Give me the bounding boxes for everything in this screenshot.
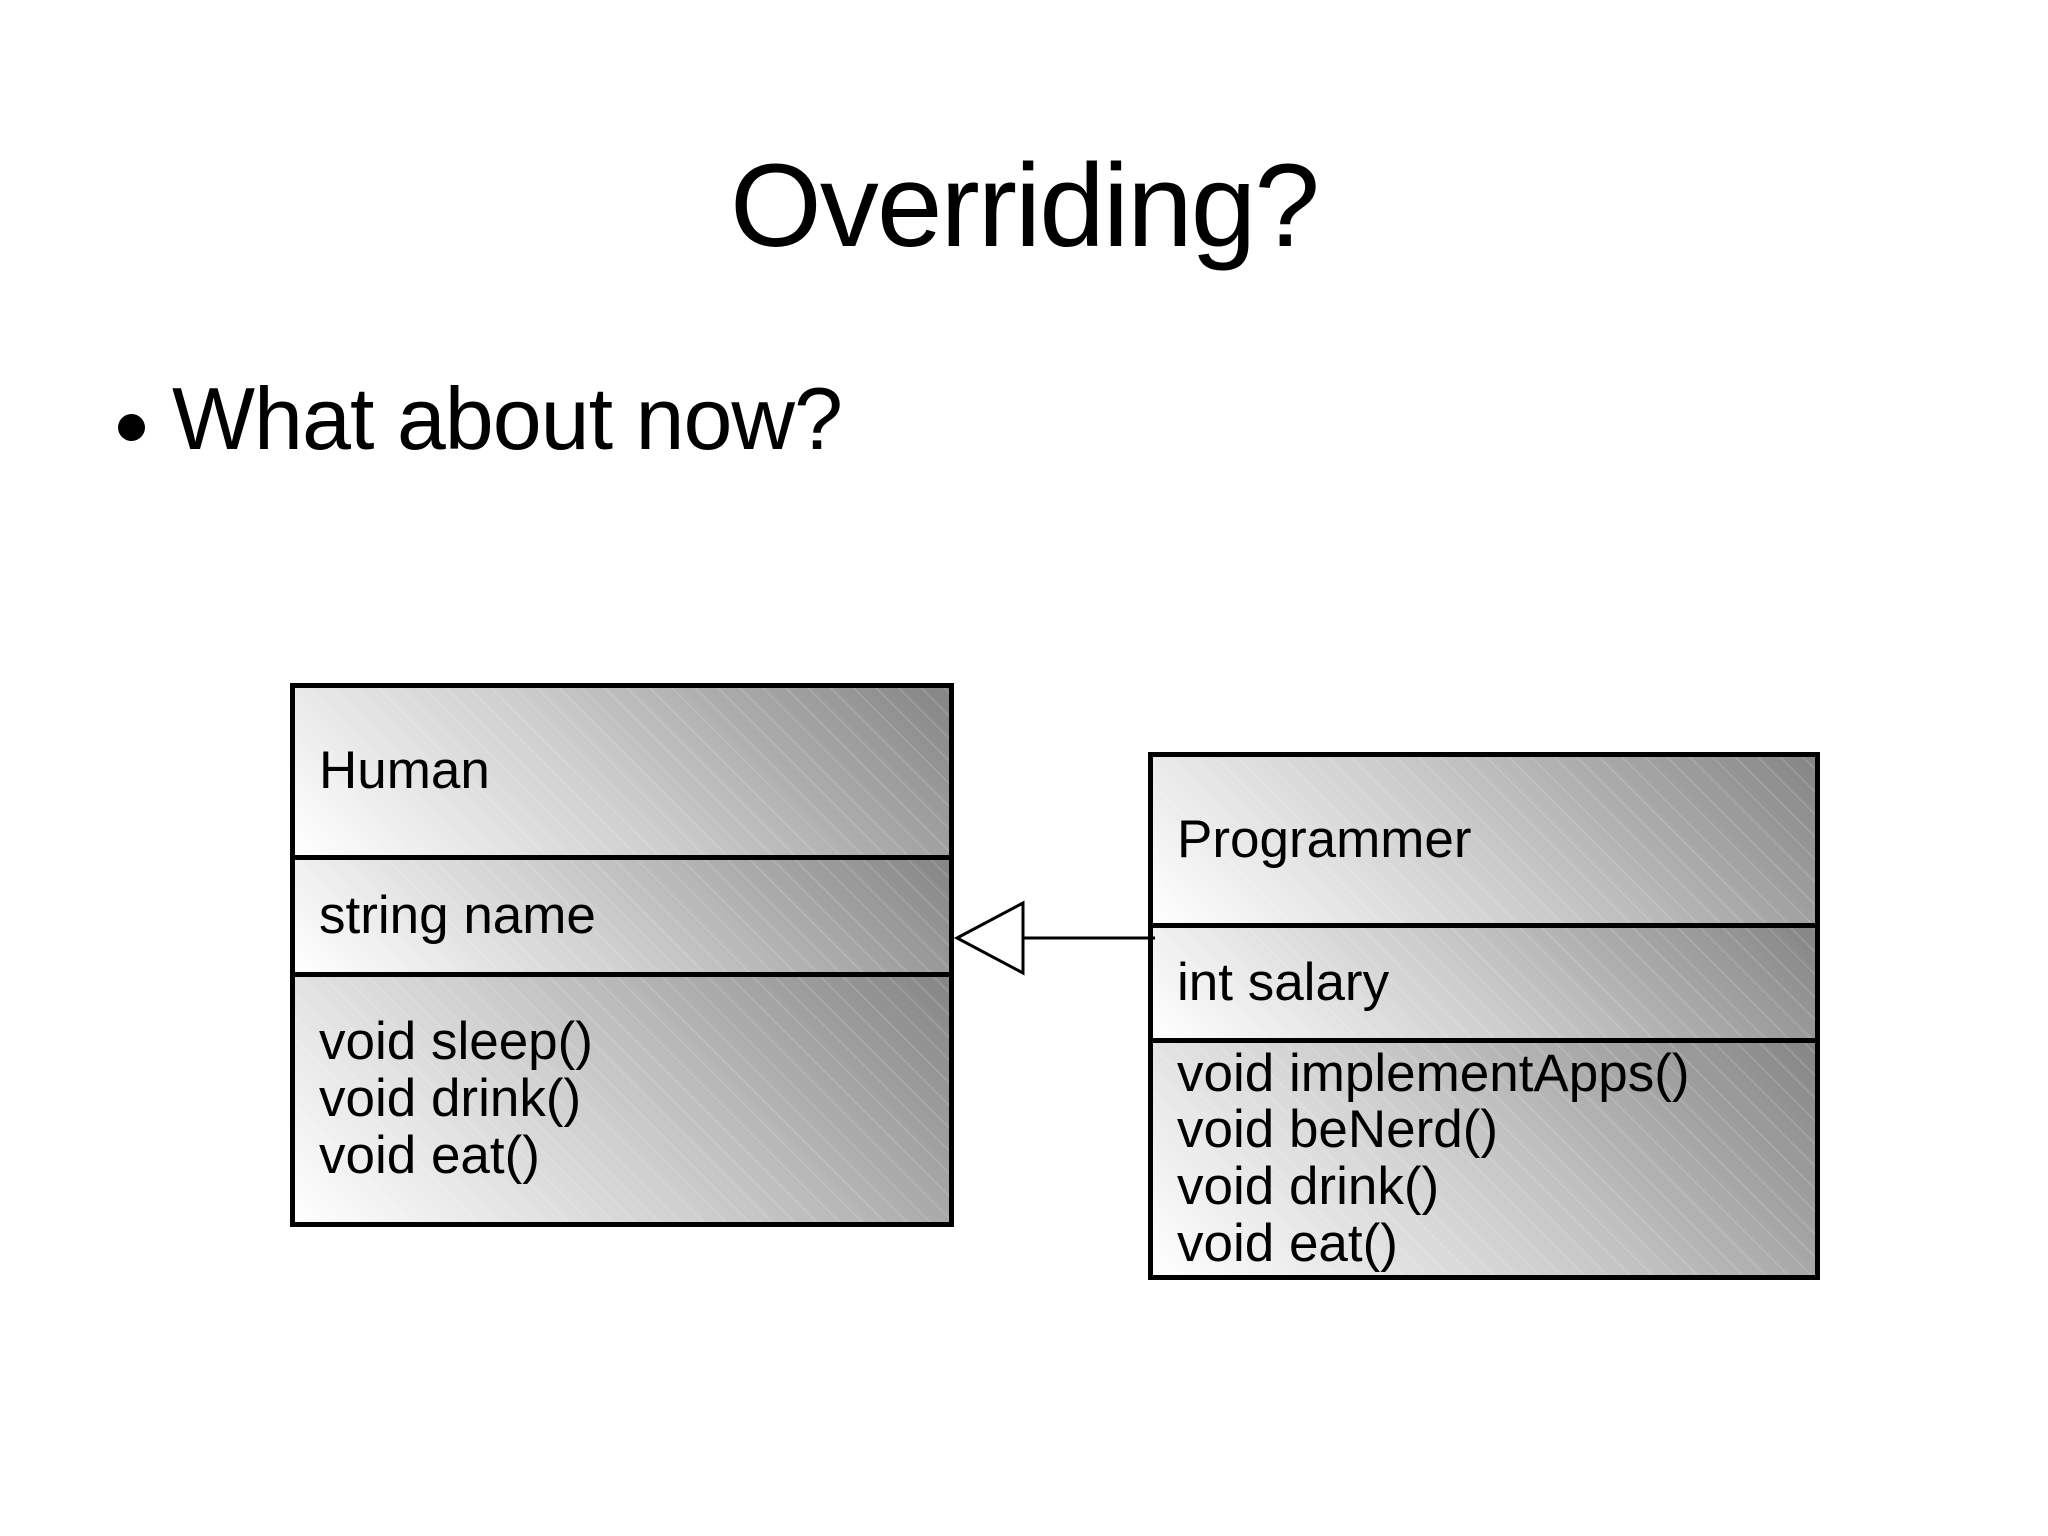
methods-compartment-human: void sleep()void drink()void eat()	[295, 972, 949, 1222]
hollow-triangle-arrowhead-icon	[953, 900, 1025, 976]
method-human: void drink()	[319, 1069, 582, 1129]
class-name-programmer: Programmer	[1177, 809, 1472, 869]
method-human: void sleep()	[319, 1012, 593, 1072]
uml-class-box-programmer: Programmer int salary void implementApps…	[1148, 752, 1820, 1280]
bullet-text: What about now?	[172, 369, 843, 468]
method-programmer: void implementApps()	[1177, 1043, 1690, 1103]
inheritance-arrow	[953, 900, 1155, 976]
attribute-human: string name	[319, 885, 596, 945]
class-name-compartment-human: Human	[295, 688, 949, 855]
method-human: void eat()	[319, 1125, 540, 1185]
method-programmer: void beNerd()	[1177, 1100, 1499, 1160]
bullet-dot-icon	[118, 414, 145, 441]
attribute-programmer: int salary	[1177, 952, 1390, 1012]
bullet-item: What about now?	[118, 366, 843, 472]
methods-compartment-programmer: void implementApps()void beNerd()void dr…	[1153, 1038, 1815, 1275]
method-programmer: void eat()	[1177, 1213, 1398, 1273]
attributes-compartment-human: string name	[295, 855, 949, 972]
method-programmer: void drink()	[1177, 1157, 1440, 1216]
attributes-compartment-programmer: int salary	[1153, 923, 1815, 1038]
class-name-compartment-programmer: Programmer	[1153, 757, 1815, 923]
uml-class-box-human: Human string name void sleep()void drink…	[290, 683, 954, 1227]
slide-title: Overriding?	[730, 140, 1320, 272]
class-name-human: Human	[319, 741, 490, 801]
